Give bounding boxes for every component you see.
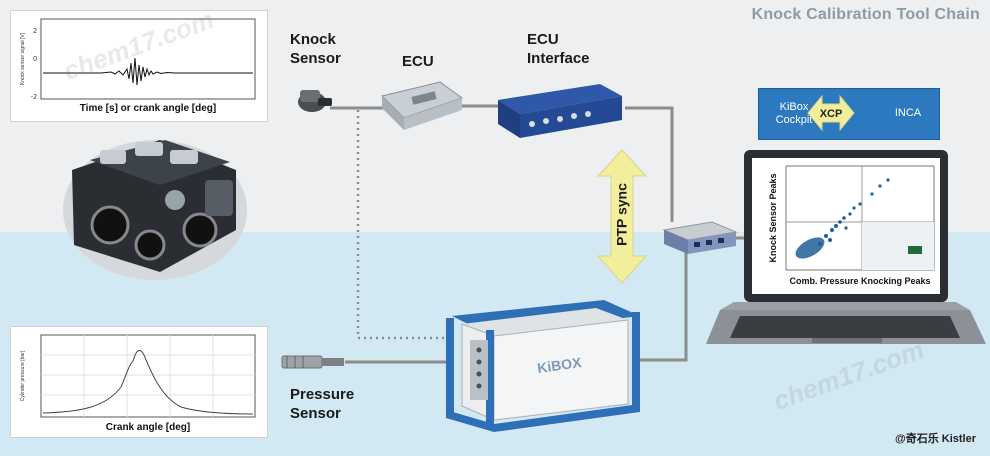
pressure-sensor-device [281, 355, 344, 369]
xcp-arrow [807, 94, 855, 132]
pressure-chart: Crank angle [deg] Cylinder pressure [bar… [20, 334, 256, 433]
ytick-2: 2 [33, 28, 37, 35]
pressure-xlabel: Crank angle [deg] [106, 422, 190, 433]
laptop-trackpad [812, 338, 882, 343]
laptop-hinge [720, 302, 970, 310]
interface-to-switch-line [625, 106, 674, 222]
knock-signal-trace [43, 57, 253, 86]
laptop-keyboard [730, 316, 960, 338]
switch-to-kibox-line [640, 248, 688, 362]
scatter-chart: Comb. Pressure Knocking Peaks Knock Sens… [768, 165, 935, 286]
xcp-label: XCP [820, 108, 843, 120]
ecu-interface-device [498, 84, 622, 138]
knock-ylabel: Knock sensor signal [V] [20, 32, 26, 85]
credit-text: @奇石乐 Kistler [894, 433, 976, 445]
pressure-plot: Crank angle [deg] Cylinder pressure [bar… [10, 326, 268, 438]
laptop-chart-ylabel: Knock Sensor Peaks [768, 173, 778, 262]
knock-xlabel: Time [s] or crank angle [deg] [80, 103, 217, 114]
scatter-points [795, 178, 890, 259]
ecu-label: ECU [402, 53, 434, 70]
ptp-sync-arrow [596, 149, 648, 284]
pressure-grid [41, 335, 255, 417]
network-switch-device [662, 221, 738, 254]
ecu-to-kibox-dotted-line [356, 110, 450, 340]
kibox-device [446, 300, 640, 432]
pressure-ylabel: Cylinder pressure [bar] [20, 350, 26, 401]
kibox-device-label: KiBOX [536, 354, 583, 376]
diagram-title: Knock Calibration Tool Chain [751, 6, 980, 23]
ytick-neg2: -2 [31, 94, 37, 101]
inca-label: INCA [894, 107, 922, 119]
ytick-0: 0 [33, 56, 37, 63]
ecu-device [381, 81, 464, 130]
knock-signal-plot: 2 0 -2 Time [s] or crank angle [deg] Kno… [10, 10, 268, 122]
knock-sensor-device [298, 90, 332, 112]
laptop-chart-xlabel: Comb. Pressure Knocking Peaks [789, 276, 930, 286]
green-marker [908, 246, 922, 254]
pressure-trace [42, 350, 254, 415]
knock-signal-chart: 2 0 -2 Time [s] or crank angle [deg] Kno… [20, 18, 256, 114]
